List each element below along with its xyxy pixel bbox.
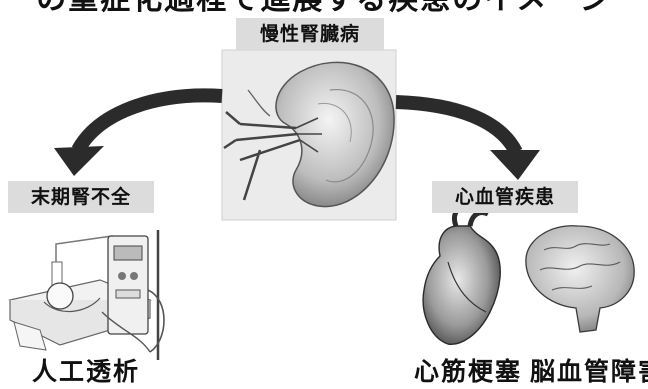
left-label-esrd: 末期腎不全 [8,181,154,213]
dialysis-illustration [10,230,164,360]
arrow-right [396,102,540,180]
caption-cerebrovascular: 脳血管障害 [530,352,648,388]
brain-illustration [526,226,634,332]
kidney-illustration [222,50,396,220]
caption-dialysis: 人工透析 [32,352,140,388]
caption-myocardial-infarction: 心筋梗塞 [414,352,522,388]
right-label-cvd: 心血管疾患 [432,181,578,213]
arrow-left [54,95,222,176]
heart-illustration [423,206,500,344]
center-label-ckd: 慢性腎臓病 [236,18,384,50]
